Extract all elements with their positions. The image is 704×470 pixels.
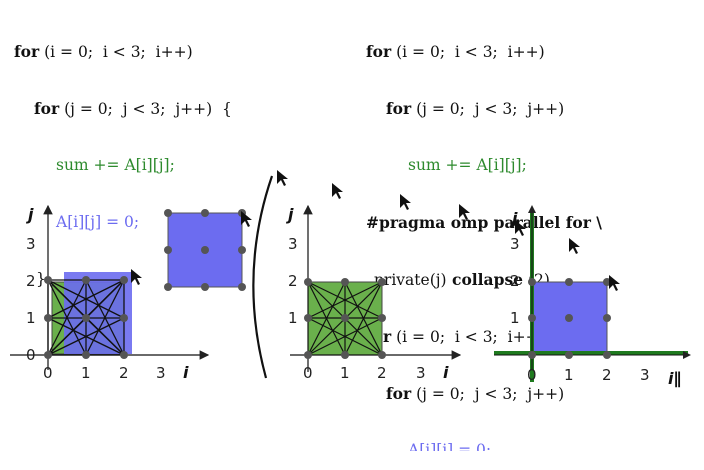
y-tick-label: 1 <box>510 309 520 327</box>
separator-paren <box>252 175 274 379</box>
code-block-left: for (i = 0; i < 3; i++) for (j = 0; j < … <box>14 4 232 308</box>
y-tick-label: 1 <box>288 309 298 327</box>
x-tick-label: 0 <box>303 364 313 382</box>
y-tick-label: 0 <box>26 346 36 364</box>
x-tick-label: 2 <box>377 364 387 382</box>
code-line: A[i][j] = 0; <box>56 213 140 231</box>
panel-middle-dependencies: 0 1 2 3 1 2 3 i j <box>285 204 462 382</box>
x-axis-name: i <box>443 363 449 382</box>
diagram-canvas: 0 1 2 3 0 1 2 3 i j 0 1 2 <box>10 170 691 388</box>
y-tick-label: 3 <box>288 235 298 253</box>
x-tick-label: 0 <box>43 364 53 382</box>
code-line: private(j) collapse (2) <box>374 270 550 289</box>
x-axis-name: i∥ <box>668 369 681 388</box>
x-tick-label: 1 <box>340 364 350 382</box>
x-tick-label: 0 <box>527 366 537 384</box>
x-axis-name: i <box>183 363 189 382</box>
x-tick-label: 3 <box>640 366 650 384</box>
code-line: } <box>36 270 46 288</box>
y-tick-label: 3 <box>26 235 36 253</box>
code-line: sum += A[i][j]; <box>56 156 175 174</box>
code-line: for (i = 0; i < 3; i++) <box>366 42 545 61</box>
y-tick-label: 3 <box>510 235 520 253</box>
y-tick-label: 1 <box>26 309 36 327</box>
panel-right-parallel: 0 1 2 3 1 2 3 i∥ j <box>494 205 691 388</box>
code-line: sum += A[i][j]; <box>408 156 527 174</box>
x-tick-label: 2 <box>602 366 612 384</box>
code-line: for (i = 0; i < 3; i++) <box>14 42 193 61</box>
x-tick-label: 1 <box>564 366 574 384</box>
y-axis-name: j <box>25 205 34 224</box>
y-tick-label: 2 <box>288 272 298 290</box>
y-axis-name: j <box>509 209 518 228</box>
cursor-arrow-icon <box>131 170 620 291</box>
code-line: for (j = 0; j < 3; j++) <box>386 99 565 118</box>
x-tick-label: 2 <box>119 364 129 382</box>
x-tick-label: 1 <box>81 364 91 382</box>
code-line: for (j = 0; j < 3; j++) { <box>34 99 232 118</box>
panel-left-dependencies: 0 1 2 3 0 1 2 3 i j <box>10 204 246 382</box>
x-tick-label: 3 <box>156 364 166 382</box>
x-tick-label: 3 <box>416 364 426 382</box>
code-line: #pragma omp parallel for \ <box>366 213 602 232</box>
y-tick-label: 2 <box>510 272 520 290</box>
code-line: A[i][j] = 0; <box>408 441 492 451</box>
y-axis-name: j <box>285 205 294 224</box>
y-tick-label: 2 <box>26 272 36 290</box>
